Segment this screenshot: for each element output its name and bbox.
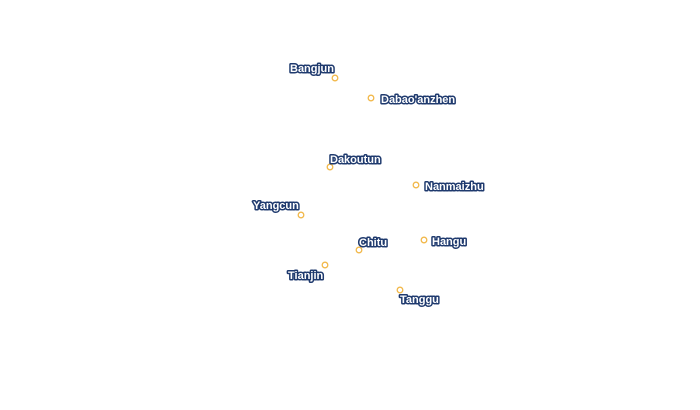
place-label: Dabao'anzhen: [381, 94, 455, 106]
place-label: Tianjin: [288, 270, 324, 282]
place-dakoutun[interactable]: Dakoutun: [326, 153, 383, 171]
city-marker-icon[interactable]: [420, 236, 428, 244]
place-label: Tanggu: [400, 294, 439, 306]
place-label: Yangcun: [253, 200, 299, 212]
city-marker-icon[interactable]: [412, 181, 420, 189]
place-label: Nanmaizhu: [425, 181, 484, 193]
city-marker-icon[interactable]: [367, 94, 375, 102]
city-marker-icon[interactable]: [396, 286, 404, 294]
city-marker-icon[interactable]: [326, 163, 334, 171]
place-yangcun[interactable]: Yangcun: [252, 199, 305, 219]
place-dabaoanzhen[interactable]: Dabao'anzhen: [367, 93, 457, 108]
place-hangu[interactable]: Hangu: [420, 235, 468, 250]
city-marker-icon[interactable]: [321, 261, 329, 269]
place-bangjun[interactable]: Bangjun: [289, 62, 339, 82]
place-label: Bangjun: [290, 63, 334, 75]
place-tianjin[interactable]: Tianjin: [287, 261, 329, 284]
place-tanggu[interactable]: Tanggu: [396, 286, 440, 308]
place-label: Chitu: [359, 237, 387, 249]
place-nanmaizhu[interactable]: Nanmaizhu: [412, 180, 485, 195]
city-marker-icon[interactable]: [297, 211, 305, 219]
place-label: Dakoutun: [330, 154, 381, 166]
place-label: Hangu: [432, 236, 466, 248]
city-marker-icon[interactable]: [355, 246, 363, 254]
city-marker-icon[interactable]: [331, 74, 339, 82]
place-chitu[interactable]: Chitu: [355, 236, 389, 254]
